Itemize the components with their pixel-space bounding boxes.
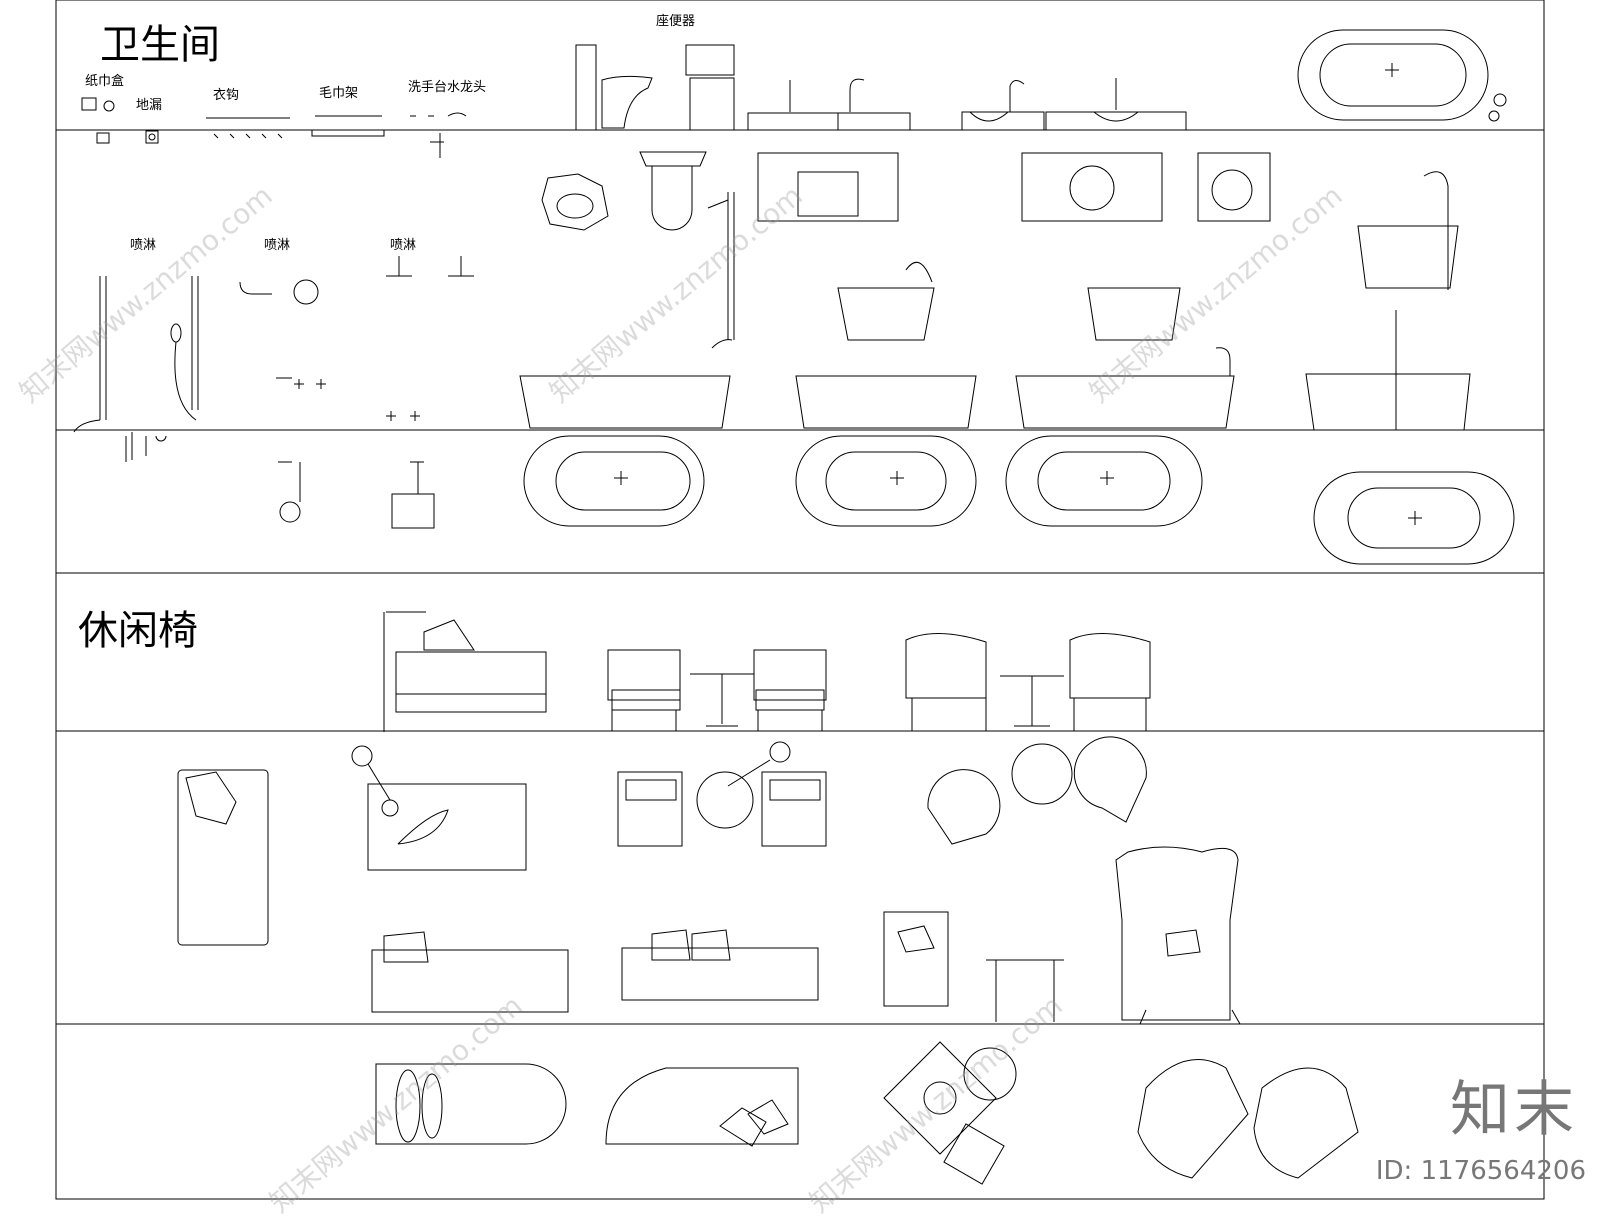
armchair-pair-plan-icon: [617, 741, 827, 847]
shower-label-1: 喷淋: [130, 238, 157, 253]
chaise-plan-icon: [351, 745, 527, 871]
basin-faucet-label: 洗手台水龙头: [408, 80, 487, 95]
barrel-chair-elevation-icon: [905, 633, 1151, 731]
bathtub-plan-icon: [523, 435, 1515, 565]
barrel-chair-plan-icon: [927, 736, 1147, 845]
bathtub-elevation-icon: [519, 261, 1471, 431]
floor-drain-label: 地漏: [136, 98, 163, 113]
armchair-side-table-elevation-icon: [883, 911, 1064, 1022]
armchair-pair-elevation-icon: [607, 649, 827, 731]
vanity-basin-plan-icon: [757, 152, 1271, 222]
toilet-elevation-icon: [575, 44, 735, 131]
lounge-chair-plan-icon: [1137, 1059, 1359, 1179]
shower-set-icon: [73, 276, 199, 460]
basin-faucet-icon: [410, 112, 467, 158]
wingback-chair-elevation-icon: [1115, 846, 1241, 1025]
towel-rack-label: 毛巾架: [319, 86, 359, 101]
shower-label-3: 喷淋: [390, 238, 417, 253]
freestanding-tub-faucet-icon: [1357, 171, 1459, 290]
wall-shower-icon: [386, 256, 474, 421]
tissue-box-label: 纸巾盒: [85, 74, 125, 89]
floor-drain-icon: [145, 130, 159, 144]
toilet-label: 座便器: [656, 14, 696, 29]
towel-rack-icon: [311, 115, 385, 137]
shower-label-2: 喷淋: [264, 238, 291, 253]
armchair-table-plan-icon: [883, 1041, 1017, 1185]
sheet-frame: [55, 0, 1545, 1200]
leisure-chair-section-title: 休闲椅: [78, 608, 198, 654]
brand-logo: 知末: [1450, 1075, 1578, 1145]
basin-elevation-icon: [747, 78, 1187, 131]
shower-valve-plan-icon: [125, 436, 435, 529]
chaise-lounge-elevation-icon: [383, 611, 547, 732]
toilet-plan-icon: [639, 151, 707, 231]
coat-hook-label: 衣钩: [213, 88, 240, 103]
curved-sofa-plan-icon: [605, 1067, 799, 1147]
squat-toilet-plan-icon: [541, 173, 609, 231]
shower-rail-icon: [707, 192, 735, 349]
sofa-elevation-icon: [371, 929, 819, 1013]
coat-hook-icon: [206, 117, 300, 139]
tissue-box-icon: [81, 97, 115, 144]
oval-bathtub-plan-icon: [1297, 29, 1507, 122]
bathroom-section-title: 卫生间: [100, 22, 220, 68]
image-id: ID: 1176564206: [1375, 1156, 1586, 1186]
daybed-plan-icon: [177, 769, 269, 946]
chaise-lounge-plan-icon: [375, 1063, 567, 1145]
shower-head-icon: [239, 279, 326, 389]
